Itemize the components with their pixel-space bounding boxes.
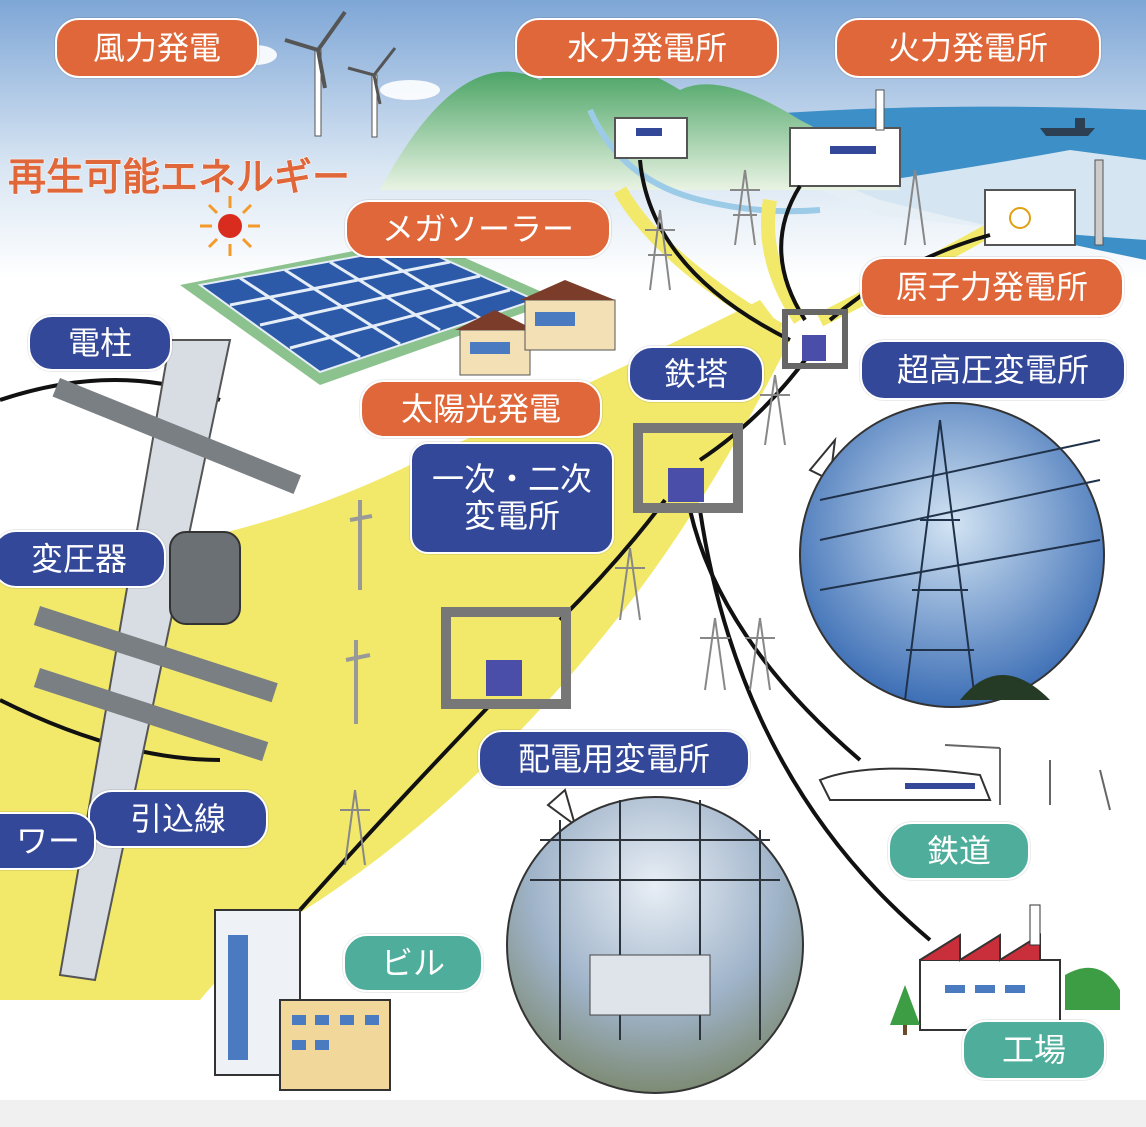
label-nuclear-plant: 原子力発電所: [860, 257, 1124, 317]
label-solar-power: 太陽光発電: [360, 380, 602, 438]
house-icon: [455, 280, 616, 376]
solar-panel-icon: [180, 238, 560, 385]
label-building: ビル: [343, 934, 483, 992]
sun-icon: [200, 196, 260, 256]
wind-turbine-icon: [284, 10, 397, 138]
building-icon: [214, 909, 391, 1091]
label-utility-pole: 電柱: [28, 315, 172, 371]
label-tower: 鉄塔: [628, 346, 764, 402]
utility-pole-icon: [345, 500, 373, 724]
substation-icon: [441, 309, 848, 709]
tree-icon: [890, 967, 1120, 1035]
nuclear-icon: [984, 159, 1104, 246]
power-plant-icon: [614, 117, 688, 159]
label-distribution-substation: 配電用変電所: [478, 730, 750, 788]
label-factory: 工場: [962, 1020, 1106, 1080]
label-service-line: 引込線: [88, 790, 268, 848]
river: [587, 108, 821, 215]
label-mega-solar: メガソーラー: [345, 200, 611, 258]
label-extra-high-substation: 超高圧変電所: [860, 340, 1126, 400]
label-renewable-energy: 再生可能エネルギー: [7, 155, 351, 200]
train-icon: [818, 744, 1111, 811]
label-thermal-plant: 火力発電所: [835, 18, 1101, 78]
label-hydro-plant: 水力発電所: [515, 18, 779, 78]
bottom-bar: [0, 1100, 1146, 1127]
label-primary-secondary-substation: 一次・二次 変電所: [410, 442, 614, 554]
label-cutoff: ワー: [0, 812, 96, 870]
label-wind-power: 風力発電: [55, 18, 259, 78]
substation-photo: [506, 788, 804, 1094]
ship-icon: [1040, 118, 1095, 136]
factory-icon: [919, 904, 1061, 1031]
power-plant-icon: [789, 89, 901, 187]
label-primary-secondary-line2: 変電所: [463, 497, 560, 535]
label-primary-secondary-line1: 一次・二次: [431, 460, 592, 499]
label-transformer: 変圧器: [0, 530, 166, 588]
label-railway: 鉄道: [888, 822, 1030, 880]
pylon-photo: [799, 402, 1105, 708]
pylon-icon: [340, 169, 926, 866]
